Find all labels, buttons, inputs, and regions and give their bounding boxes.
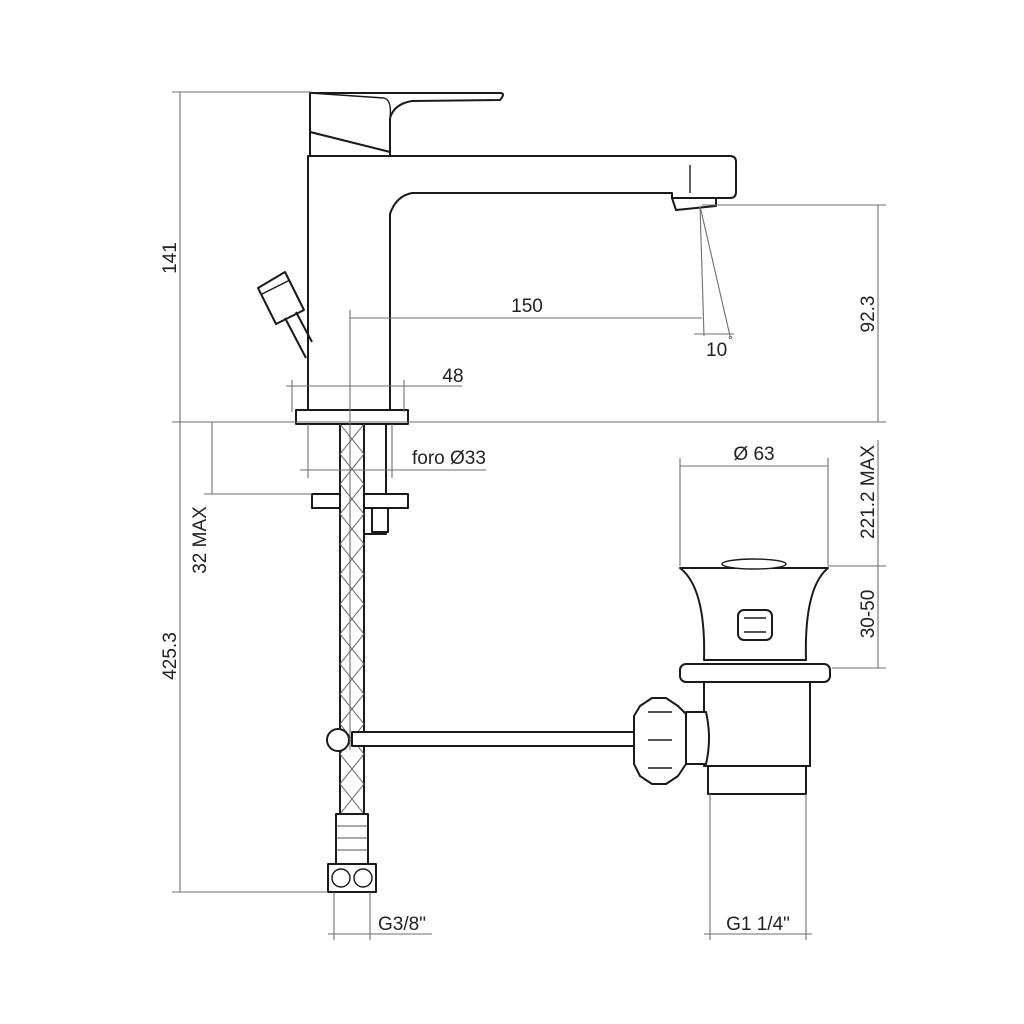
label-waste-length: 221.2 MAX — [858, 445, 879, 539]
faucet — [257, 92, 737, 425]
label-total-height: 141 — [160, 242, 181, 274]
label-supply-thread: G3/8" — [378, 914, 426, 935]
label-deck-thickness: 32 MAX — [190, 506, 211, 574]
waste-tail — [707, 765, 807, 795]
label-spout-reach: 150 — [511, 296, 543, 317]
popup-rod — [257, 271, 313, 359]
label-body-width: 48 — [442, 366, 463, 387]
waste-lever-housing — [685, 711, 710, 765]
waste-body — [703, 681, 811, 767]
label-under-sink-length: 425.3 — [160, 632, 181, 680]
waste-flange — [679, 663, 831, 683]
label-waste-head-diameter: Ø 63 — [733, 444, 774, 465]
label-angle-unit: ° — [728, 333, 733, 347]
label-waste-thread: G1 1/4" — [726, 914, 790, 935]
linkage — [326, 728, 645, 752]
faucet-aerator — [671, 197, 717, 211]
label-hole-diameter: foro Ø33 — [412, 448, 486, 469]
waste-assembly — [633, 558, 831, 795]
linkage-rod — [351, 731, 645, 747]
label-spout-angle: 10 — [706, 340, 727, 361]
label-spout-height: 92.3 — [858, 296, 879, 333]
faucet-body — [307, 155, 737, 411]
linkage-clip — [326, 728, 350, 752]
lever-face — [309, 92, 392, 119]
dimension-lines — [172, 91, 886, 940]
dimension-labels: 141 425.3 32 MAX 150 48 foro Ø33 92.3 10… — [160, 242, 879, 935]
waste-gear-nut — [633, 697, 687, 785]
label-waste-sink-thickness: 30-50 — [858, 590, 879, 639]
rod-nut — [371, 505, 389, 533]
hose-crimp — [335, 813, 369, 865]
waste-slot — [737, 609, 773, 641]
